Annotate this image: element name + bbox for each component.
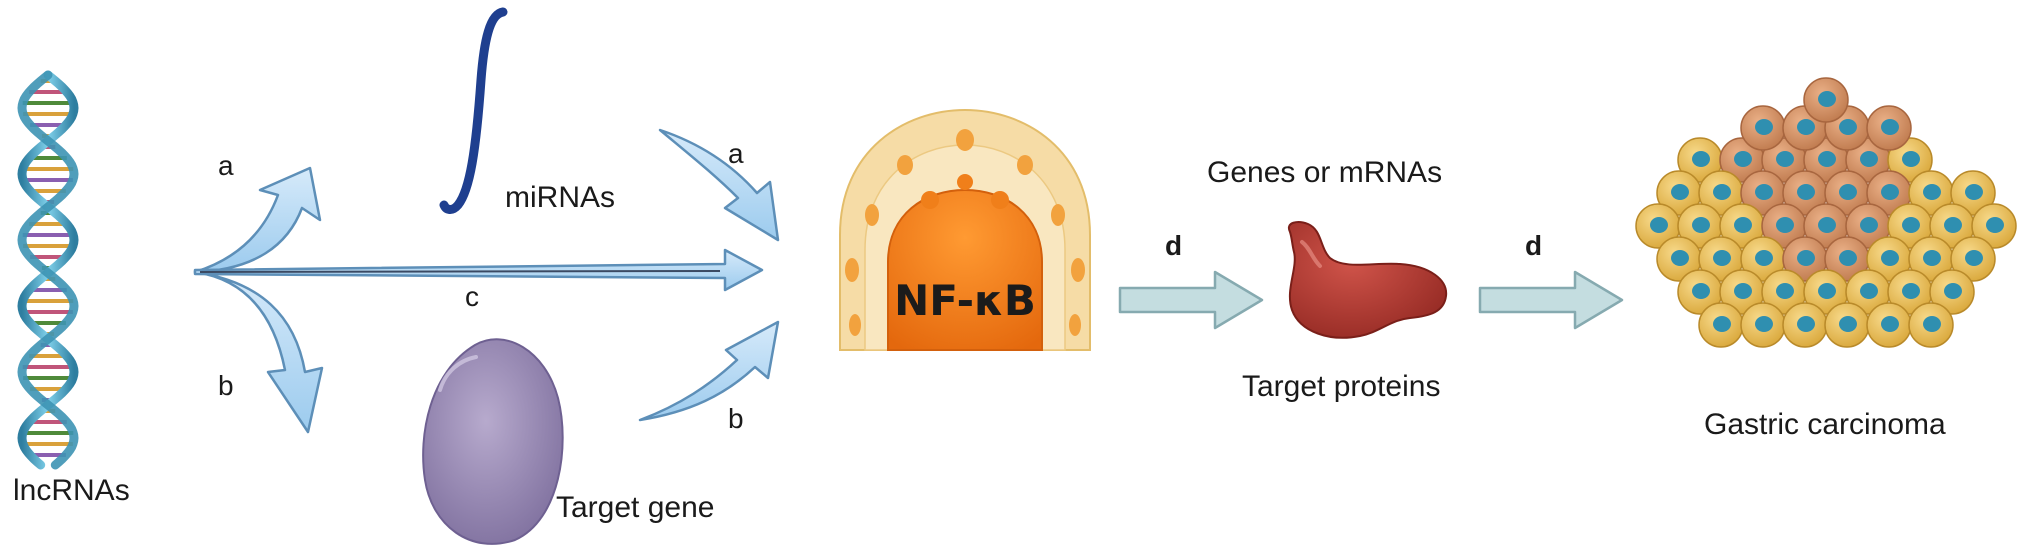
cell-nucleus <box>1839 119 1857 135</box>
cell-nucleus <box>1860 283 1878 299</box>
label-pathway-a-left: a <box>218 150 234 181</box>
cell-nucleus <box>1734 217 1752 233</box>
cell-nucleus <box>1881 316 1899 332</box>
mirna-strand-icon <box>439 7 508 214</box>
arrow-b-right <box>638 320 780 422</box>
cell-nucleus <box>1818 283 1836 299</box>
cell-nucleus <box>1692 217 1710 233</box>
cell-nucleus <box>1755 250 1773 266</box>
cell-nucleus <box>1839 184 1857 200</box>
cell-nucleus <box>1692 151 1710 167</box>
cell-nucleus <box>1881 184 1899 200</box>
label-pathway-d-first: d <box>1165 230 1183 261</box>
label-pathway-d-second: d <box>1525 230 1543 261</box>
cell-nucleus <box>1734 151 1752 167</box>
cell-nucleus <box>1839 316 1857 332</box>
cell-nucleus <box>1755 119 1773 135</box>
cell-nucleus <box>1713 250 1731 266</box>
cell-nucleus <box>1944 217 1962 233</box>
cell-nucleus <box>1797 316 1815 332</box>
label-lncrnas: lncRNAs <box>13 474 130 507</box>
label-nfkb: NF-κB <box>894 276 1036 325</box>
cell-nucleus <box>1839 250 1857 266</box>
label-gastric-carcinoma: Gastric carcinoma <box>1704 408 1946 441</box>
cell-nucleus <box>1965 184 1983 200</box>
cell-nucleus <box>1755 184 1773 200</box>
label-genes-or-mrnas: Genes or mRNAs <box>1207 156 1443 189</box>
cell-nucleus <box>1692 283 1710 299</box>
cell-nucleus <box>1881 250 1899 266</box>
cell-nucleus <box>1881 119 1899 135</box>
gastric-carcinoma-cells-icon <box>1635 77 2017 348</box>
cell-nucleus <box>1713 316 1731 332</box>
nfkb-icon <box>839 108 1091 351</box>
cell-nucleus <box>1902 151 1920 167</box>
label-pathway-b-left: b <box>218 370 234 401</box>
arrow-d-first <box>1118 270 1264 330</box>
arrow-d-second <box>1478 270 1624 330</box>
cell-nucleus <box>1713 184 1731 200</box>
cell-nucleus <box>1755 316 1773 332</box>
cell-nucleus <box>1671 250 1689 266</box>
label-pathway-a-right: a <box>728 138 744 169</box>
cell-nucleus <box>1734 283 1752 299</box>
cell-nucleus <box>1797 250 1815 266</box>
cell-nucleus <box>1797 119 1815 135</box>
label-pathway-b-right: b <box>728 403 744 434</box>
cell-nucleus <box>1776 151 1794 167</box>
cell-nucleus <box>1818 91 1836 107</box>
label-pathway-c: c <box>465 281 479 312</box>
cell-nucleus <box>1986 217 2004 233</box>
target-protein-icon <box>1287 221 1448 339</box>
cell-nucleus <box>1818 217 1836 233</box>
cell-nucleus <box>1818 151 1836 167</box>
cell-nucleus <box>1923 250 1941 266</box>
cell-nucleus <box>1923 184 1941 200</box>
arrow-b-left <box>193 270 324 434</box>
cell-nucleus <box>1797 184 1815 200</box>
cell-nucleus <box>1902 217 1920 233</box>
lncrna-helix-icon <box>17 70 79 470</box>
cell-nucleus <box>1923 316 1941 332</box>
arrow-c-middle <box>193 248 764 292</box>
cell-nucleus <box>1860 151 1878 167</box>
cell-nucleus <box>1965 250 1983 266</box>
arrow-a-left <box>193 166 322 274</box>
cell-nucleus <box>1860 217 1878 233</box>
cell-nucleus <box>1944 283 1962 299</box>
cell-nucleus <box>1650 217 1668 233</box>
cell-nucleus <box>1902 283 1920 299</box>
cell-nucleus <box>1671 184 1689 200</box>
cell-nucleus <box>1776 283 1794 299</box>
arrow-a-right <box>658 128 780 242</box>
target-gene-icon <box>422 338 564 545</box>
label-target-gene: Target gene <box>556 491 715 524</box>
cell-nucleus <box>1776 217 1794 233</box>
label-target-proteins: Target proteins <box>1242 370 1441 403</box>
label-mirnas: miRNAs <box>505 181 615 214</box>
